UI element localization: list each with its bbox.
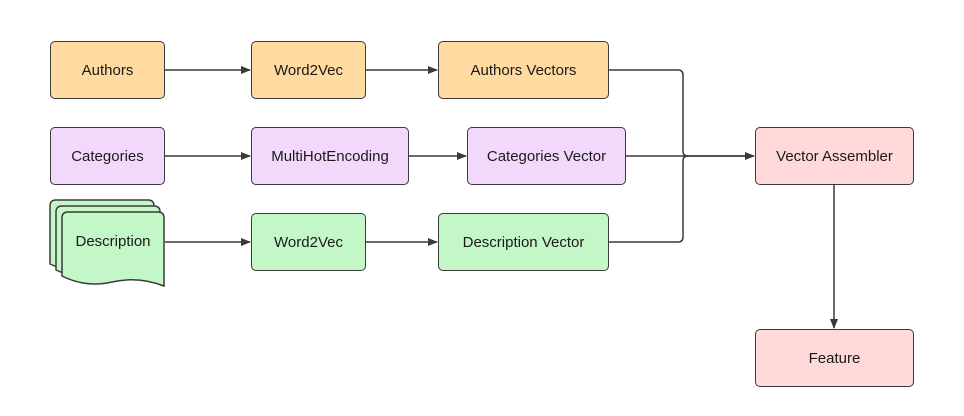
vector-assembler-label: Vector Assembler	[776, 147, 893, 165]
authors-vectors-label: Authors Vectors	[470, 61, 577, 79]
vector-assembler-node: Vector Assembler	[755, 127, 914, 185]
word2vec-top-node: Word2Vec	[251, 41, 366, 99]
word2vec-bottom-label: Word2Vec	[274, 233, 343, 251]
categories-label: Categories	[71, 147, 144, 165]
description-document-stack	[49, 199, 165, 288]
categories-node: Categories	[50, 127, 165, 185]
word2vec-bottom-node: Word2Vec	[251, 213, 366, 271]
connector-description-vector-to-assembler	[609, 155, 689, 243]
description-vector-label: Description Vector	[462, 233, 585, 251]
feature-node: Feature	[755, 329, 914, 387]
authors-label: Authors	[81, 61, 134, 79]
feature-label: Feature	[808, 349, 861, 367]
description-vector-node: Description Vector	[438, 213, 609, 271]
connector-authors-vectors-to-assembler	[609, 69, 755, 160]
categories-vector-label: Categories Vector	[486, 147, 607, 165]
word2vec-top-label: Word2Vec	[274, 61, 343, 79]
multihot-encoding-node: MultiHotEncoding	[251, 127, 409, 185]
multihot-encoding-label: MultiHotEncoding	[271, 147, 389, 165]
description-node: Description	[62, 212, 164, 270]
authors-vectors-node: Authors Vectors	[438, 41, 609, 99]
categories-vector-node: Categories Vector	[467, 127, 626, 185]
authors-node: Authors	[50, 41, 165, 99]
description-label: Description	[75, 232, 151, 250]
